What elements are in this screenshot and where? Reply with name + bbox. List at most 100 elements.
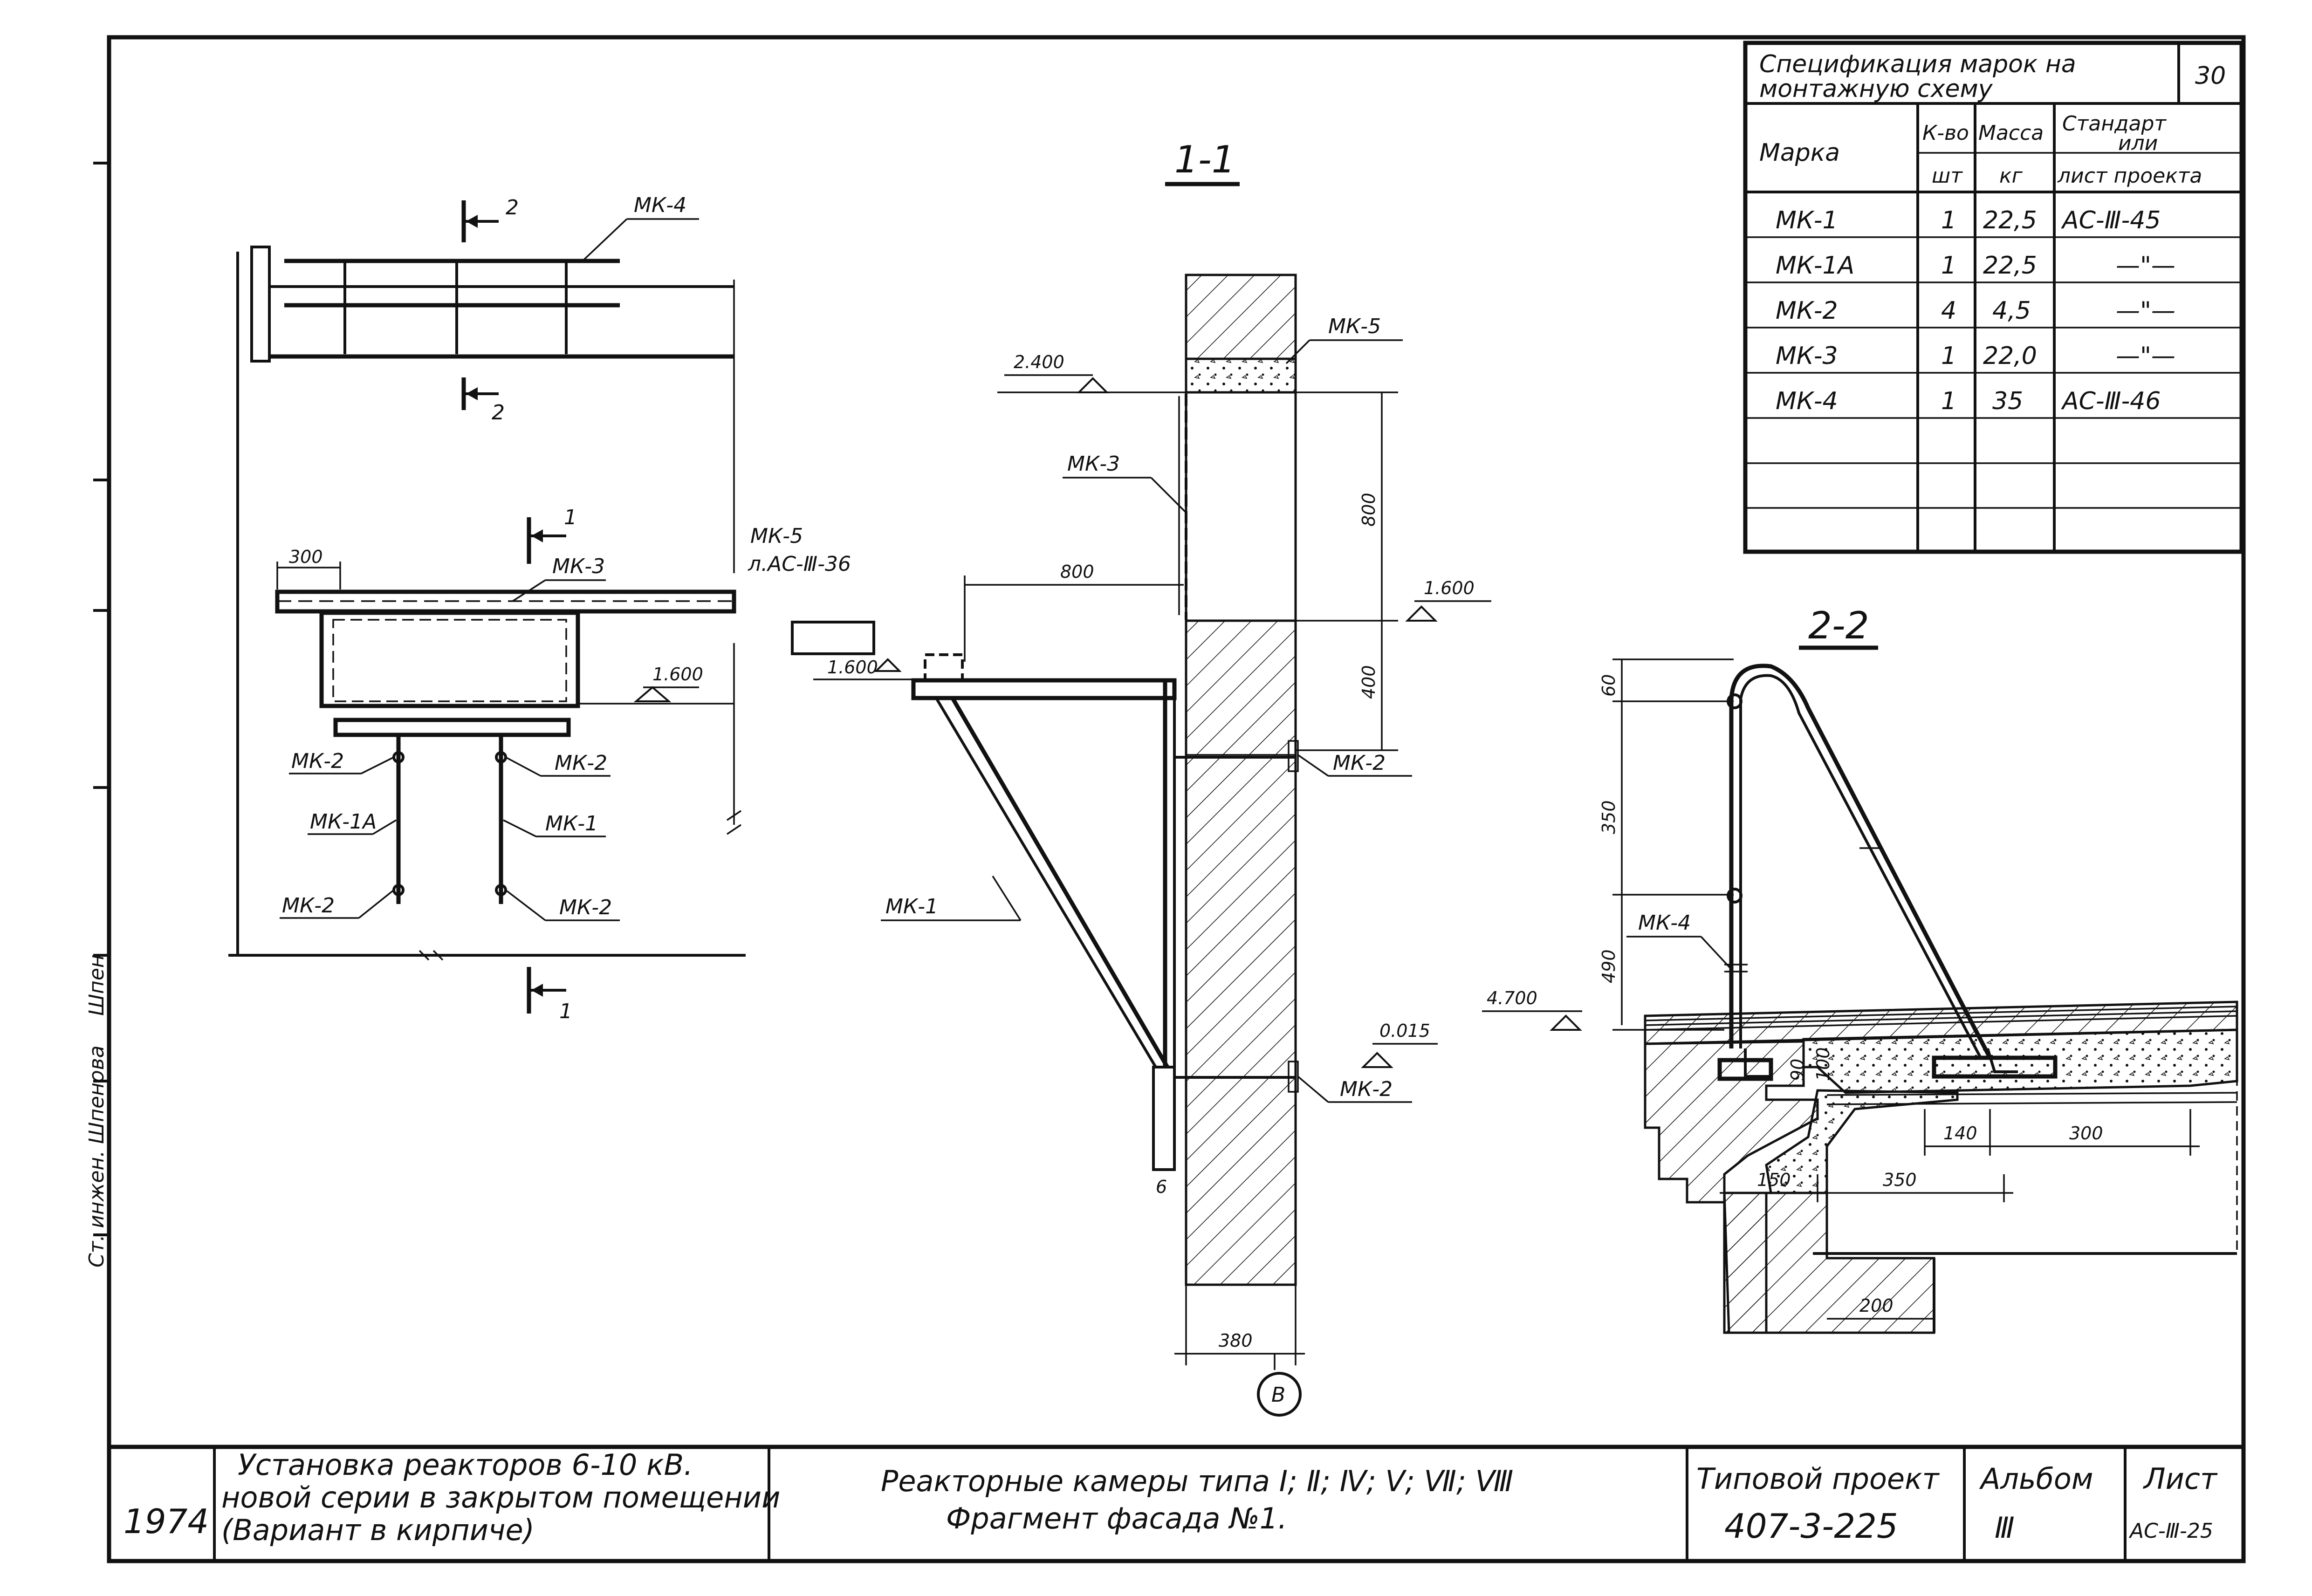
- row-mass: 22,0: [1983, 342, 2037, 370]
- s11-dim-400: 400: [1358, 665, 1379, 699]
- header-std-line1: Стандарт: [2062, 112, 2167, 136]
- sheet-title-line2: Фрагмент фасада №1.: [946, 1501, 1287, 1535]
- plan-mk5-ref: л.АС-Ⅲ-36: [748, 552, 851, 576]
- s11-dim-800-v: 800: [1358, 493, 1379, 527]
- header-mark: Марка: [1759, 139, 1840, 167]
- table-row: МК-2 4 4,5 —"—: [1776, 297, 2175, 325]
- row-qty: 1: [1941, 387, 1956, 415]
- plan-dim-300: 300: [289, 547, 323, 567]
- row-std: —"—: [2116, 252, 2175, 280]
- project-number: 407-3-225: [1724, 1507, 1898, 1546]
- row-mass: 22,5: [1983, 252, 2037, 280]
- plan-mk1-label: МК-1: [545, 812, 598, 836]
- row-std: АС-Ⅲ-45: [2061, 206, 2161, 234]
- row-mass: 35: [1992, 387, 2023, 415]
- s22-dim-350: 350: [1599, 800, 1619, 834]
- plan-mk5-label: МК-5: [750, 524, 803, 548]
- row-mark: МК-3: [1776, 342, 1838, 370]
- project-label: Типовой проект: [1696, 1462, 1940, 1496]
- section-1-1: 1-1 МК-3 МК-5 2.400 800 400 1.600: [791, 138, 1491, 1417]
- section-2-2-title: 2-2: [1808, 604, 1869, 647]
- margin-signature: Ст. инжен. Шпенова Шпен: [85, 954, 109, 1267]
- table-row: МК-1 1 22,5 АС-Ⅲ-45: [1776, 206, 2161, 234]
- sheet-label: Лист: [2143, 1462, 2218, 1496]
- album-number: Ⅲ: [1995, 1511, 2015, 1545]
- row-qty: 4: [1941, 297, 1956, 325]
- s22-dim-200: 200: [1859, 1295, 1894, 1316]
- plan-mk3-label: МК-3: [552, 555, 605, 578]
- s22-mk4-label: МК-4: [1638, 911, 1691, 935]
- s11-mk2-top-label: МК-2: [1333, 751, 1386, 775]
- s11-dim-6: 6: [1156, 1177, 1167, 1197]
- row-mark: МК-1А: [1776, 252, 1854, 280]
- row-qty: 1: [1941, 342, 1956, 370]
- header-mass: Масса: [1978, 121, 2044, 145]
- s11-mk2-bottom-label: МК-2: [1340, 1077, 1393, 1101]
- plan-mk4-label: МК-4: [634, 193, 686, 217]
- s11-level-0015: 0.015: [1379, 1021, 1430, 1041]
- specification-table: Спецификация марок на монтажную схему 30…: [1743, 41, 2244, 554]
- title-description-line3: (Вариант в кирпиче): [221, 1513, 535, 1547]
- s11-dim-380: 380: [1219, 1330, 1253, 1351]
- signature-text: Шпен: [85, 954, 109, 1016]
- plan-mk2-label: МК-2: [559, 896, 612, 919]
- s11-axis-label: В: [1271, 1383, 1285, 1407]
- table-row: МК-3 1 22,0 —"—: [1776, 342, 2175, 370]
- row-mark: МК-1: [1776, 206, 1838, 234]
- table-row: МК-1А 1 22,5 —"—: [1776, 252, 2175, 280]
- s22-dim-490: 490: [1599, 949, 1619, 983]
- s11-level-2400: 2.400: [1014, 352, 1064, 372]
- plan-mk2-label: МК-2: [555, 751, 607, 775]
- section1-mark-top: 1: [564, 506, 577, 529]
- row-mark: МК-2: [1776, 297, 1838, 325]
- header-qty-unit: шт: [1932, 164, 1963, 188]
- row-qty: 1: [1941, 252, 1956, 280]
- s11-dim-800-h: 800: [1060, 562, 1094, 582]
- s22-dim-90: 90: [1787, 1059, 1808, 1081]
- s22-dim-60: 60: [1599, 674, 1619, 697]
- title-block: 1974 Установка реакторов 6-10 кВ. новой …: [123, 1448, 2218, 1547]
- s22-level-4700: 4.700: [1487, 988, 1537, 1008]
- spec-title-line1: Спецификация марок на: [1759, 50, 2076, 78]
- section-2-2: 2-2 60 350 490 4.700 МК-4: [1482, 604, 2238, 1334]
- row-std: —"—: [2116, 297, 2175, 325]
- plan-level-1600: 1.600: [652, 664, 703, 685]
- header-std-line3: лист проекта: [2057, 164, 2202, 188]
- section-1-1-title: 1-1: [1174, 138, 1235, 181]
- header-std-line2: или: [2118, 131, 2158, 155]
- s11-level-1600-left: 1.600: [827, 657, 878, 678]
- spec-number: 30: [2195, 62, 2226, 90]
- row-std: АС-Ⅲ-46: [2061, 387, 2161, 415]
- s22-dim-350b: 350: [1883, 1170, 1917, 1190]
- title-description-line1: Установка реакторов 6-10 кВ.: [238, 1448, 693, 1482]
- s11-mk3-label: МК-3: [1067, 452, 1120, 476]
- title-year: 1974: [123, 1502, 209, 1541]
- section2-mark-top: 2: [506, 196, 519, 219]
- section1-mark-bottom: 1: [559, 1000, 572, 1023]
- row-mass: 22,5: [1983, 206, 2037, 234]
- s11-mk5-label: МК-5: [1328, 315, 1381, 338]
- s11-level-1600-right: 1.600: [1424, 578, 1475, 598]
- s22-dim-300: 300: [2069, 1123, 2103, 1144]
- row-mass: 4,5: [1992, 297, 2031, 325]
- s22-dim-140: 140: [1943, 1123, 1977, 1144]
- plan-mk2-label: МК-2: [282, 894, 335, 918]
- s22-dim-150: 150: [1757, 1170, 1791, 1190]
- spec-title-line2: монтажную схему: [1759, 75, 1993, 103]
- album-label: Альбом: [1979, 1462, 2093, 1496]
- plan-mk1a-label: МК-1А: [310, 810, 377, 834]
- signer-text: Ст. инжен. Шпенова: [85, 1045, 109, 1267]
- plan-mk2-label: МК-2: [291, 749, 344, 773]
- plan-view: 2 2 МК-4 1 300 МК-3 МК-5 л.АС-Ⅲ-36 1.600: [228, 193, 851, 1023]
- row-mark: МК-4: [1776, 387, 1838, 415]
- row-qty: 1: [1941, 206, 1956, 234]
- header-qty: К-во: [1922, 121, 1969, 145]
- sheet-number: АС-Ⅲ-25: [2128, 1519, 2213, 1543]
- sheet-title-line1: Реакторные камеры типа Ⅰ; Ⅱ; Ⅳ; Ⅴ; Ⅶ; Ⅷ: [881, 1464, 1513, 1498]
- row-std: —"—: [2116, 342, 2175, 370]
- title-description-line2: новой серии в закрытом помещении: [221, 1480, 780, 1514]
- header-mass-unit: кг: [1999, 164, 2023, 188]
- section2-mark-bottom: 2: [492, 401, 505, 425]
- s11-mk1-label: МК-1: [885, 895, 938, 918]
